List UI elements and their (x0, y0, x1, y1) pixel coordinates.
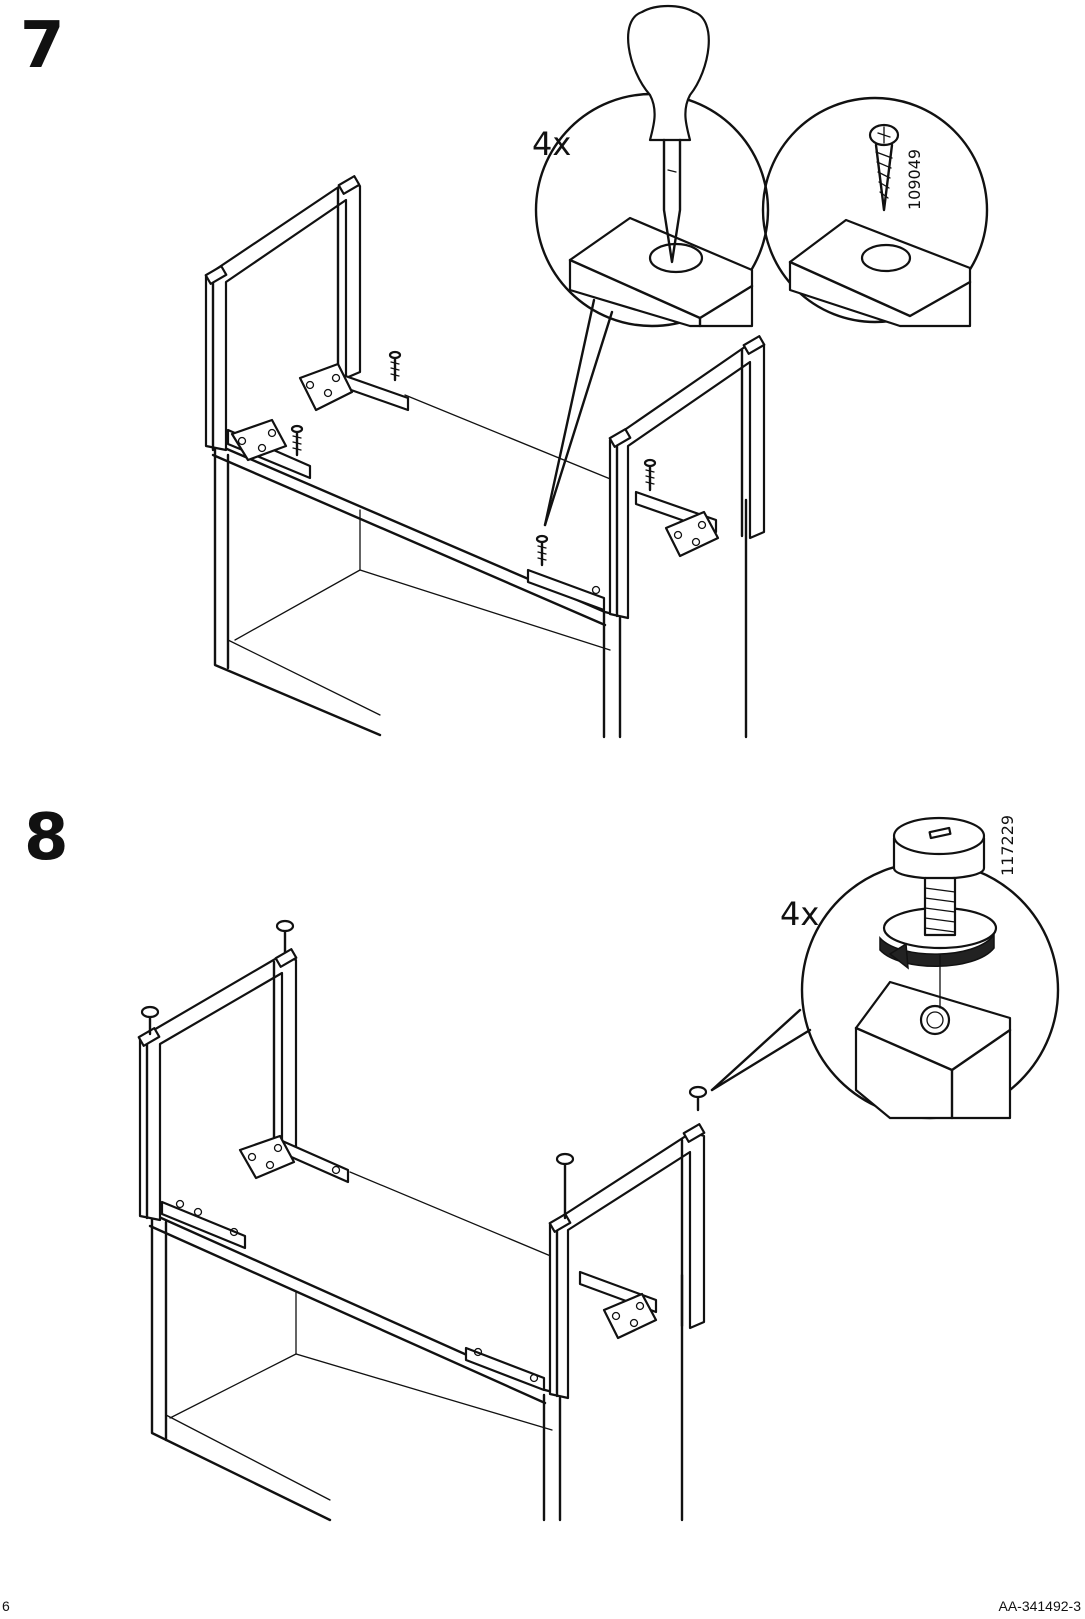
wood-screw-icon (870, 125, 898, 210)
document-code: AA-341492-3 (998, 1598, 1081, 1614)
screw-icon (292, 426, 302, 455)
step-8-detail-foot (802, 818, 1058, 1118)
foot-icon (690, 1087, 706, 1110)
screw-icon (537, 536, 547, 565)
foot-icon (277, 921, 293, 952)
step-7-quantity: 4x (532, 128, 571, 160)
screw-icon (390, 352, 400, 380)
step-8-cabinet-illustration (139, 921, 810, 1520)
step-7-detail-screw (763, 98, 987, 326)
step-8-part-number: 117229 (998, 815, 1017, 876)
foot-icon (557, 1154, 573, 1218)
step-8-quantity: 4x (780, 898, 819, 930)
step-7-detail-screwdriver (536, 6, 768, 326)
step-7-part-number: 109049 (905, 149, 924, 210)
page-number: 6 (2, 1598, 10, 1614)
screw-icon (645, 460, 655, 490)
